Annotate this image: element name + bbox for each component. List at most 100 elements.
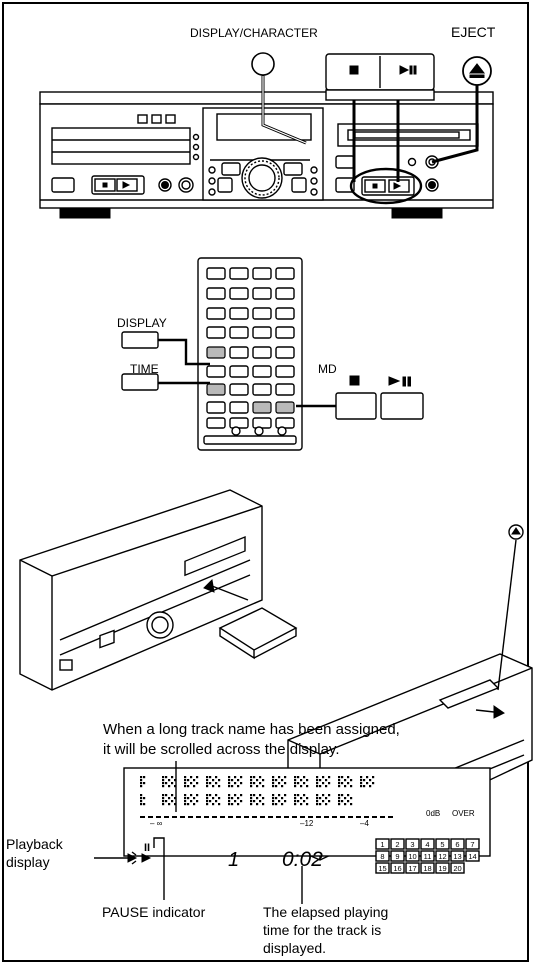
track-cell (390, 838, 405, 850)
remote-key[interactable] (229, 307, 249, 320)
track-cell (405, 838, 420, 850)
elapsed-line3: displayed. (263, 940, 327, 956)
remote-key[interactable] (252, 326, 272, 339)
scale-right: –4 (360, 819, 369, 828)
track-cell-number: 19 (438, 864, 446, 873)
pause-indicator-label: PAUSE indicator (102, 904, 206, 920)
remote-key[interactable] (252, 267, 272, 280)
track-cell-number: 9 (395, 852, 399, 861)
remote-key[interactable] (206, 307, 226, 320)
track-cell-number: 18 (423, 864, 431, 873)
remote-key[interactable] (275, 267, 295, 280)
remote-key[interactable] (275, 365, 295, 378)
remote-key[interactable] (229, 346, 249, 359)
track-cell-number: 13 (453, 852, 461, 861)
remote-key[interactable] (252, 287, 272, 300)
track-cell-number: 12 (438, 852, 446, 861)
stop-icon (349, 65, 359, 75)
track-cell-number: 7 (470, 840, 474, 849)
remote-key[interactable] (206, 287, 226, 300)
track-cell-number: 16 (393, 864, 401, 873)
remote-callouts (121, 331, 424, 420)
remote-key[interactable] (206, 346, 226, 359)
track-cell (435, 862, 450, 874)
track-cell (390, 850, 405, 862)
playback-display-line1: Playback (6, 836, 63, 852)
remote-key[interactable] (206, 326, 226, 339)
display-remote-button[interactable] (121, 331, 159, 349)
elapsed-line1: The elapsed playing (263, 904, 389, 920)
time-remote-button[interactable] (121, 373, 159, 391)
scroll-note-line2: it will be scrolled across the display. (103, 741, 340, 758)
elapsed-line2: time for the track is (263, 922, 382, 938)
track-cell-number: 20 (453, 864, 461, 873)
track-cell-number: 4 (425, 840, 429, 849)
track-cell-number: 5 (440, 840, 444, 849)
track-cell (420, 862, 435, 874)
track-cell-number: 1 (380, 840, 384, 849)
track-cell-number: 3 (410, 840, 414, 849)
remote-key[interactable] (206, 365, 226, 378)
md-play-pause-button[interactable] (380, 392, 424, 420)
track-cell-number: 10 (408, 852, 416, 861)
track-cell (375, 838, 390, 850)
track-cell (405, 862, 420, 874)
track-cell (465, 838, 480, 850)
playback-display-line2: display (6, 854, 50, 870)
track-cell (405, 850, 420, 862)
remote-key[interactable] (229, 326, 249, 339)
remote-key[interactable] (252, 365, 272, 378)
track-cell (435, 850, 450, 862)
track-cell (450, 838, 465, 850)
highlight-ellipse (349, 167, 423, 205)
md-label: MD (318, 362, 337, 376)
remote-key[interactable] (206, 267, 226, 280)
stop-play-callout (325, 53, 435, 182)
scale-over: OVER (452, 809, 475, 818)
remote-key[interactable] (275, 383, 295, 396)
lcd-track-number: 1 (228, 849, 239, 871)
track-cell-number: 14 (468, 852, 476, 861)
track-cell-number: 2 (395, 840, 399, 849)
track-cell (450, 850, 465, 862)
remote-key[interactable] (275, 307, 295, 320)
track-cell (375, 862, 390, 874)
remote-key[interactable] (229, 365, 249, 378)
remote-key[interactable] (252, 383, 272, 396)
md-stop-button[interactable] (335, 392, 377, 420)
remote-key[interactable] (252, 307, 272, 320)
main-unit-front (39, 91, 494, 219)
remote-key[interactable] (206, 383, 226, 396)
pause-callout-line (153, 837, 165, 900)
display-character-callout (251, 52, 307, 145)
display-remote-label: DISPLAY (117, 316, 167, 330)
scale-0db: 0dB (426, 809, 440, 818)
eject-callout (431, 56, 492, 164)
remote-key[interactable] (229, 267, 249, 280)
track-cell (375, 850, 390, 862)
lcd-time-readout: 0:02 (282, 848, 323, 871)
track-cell (450, 862, 465, 874)
scale-mid: –12 (300, 819, 314, 828)
track-cell (420, 850, 435, 862)
track-cell (435, 838, 450, 850)
pause-glyph: II (144, 842, 150, 854)
remote-key[interactable] (229, 383, 249, 396)
power-button[interactable] (51, 177, 75, 193)
time-remote-label: TIME (130, 362, 159, 376)
remote-control (197, 257, 303, 451)
eject-label: EJECT (451, 24, 496, 40)
remote-key[interactable] (275, 326, 295, 339)
remote-key[interactable] (229, 287, 249, 300)
track-cell-number: 15 (378, 864, 386, 873)
track-cell-number: 8 (380, 852, 384, 861)
remote-key[interactable] (275, 287, 295, 300)
round-button-icon[interactable] (251, 52, 275, 76)
remote-key[interactable] (252, 346, 272, 359)
play-indicator-icon (141, 853, 152, 863)
track-cell (465, 850, 480, 862)
remote-key[interactable] (275, 346, 295, 359)
